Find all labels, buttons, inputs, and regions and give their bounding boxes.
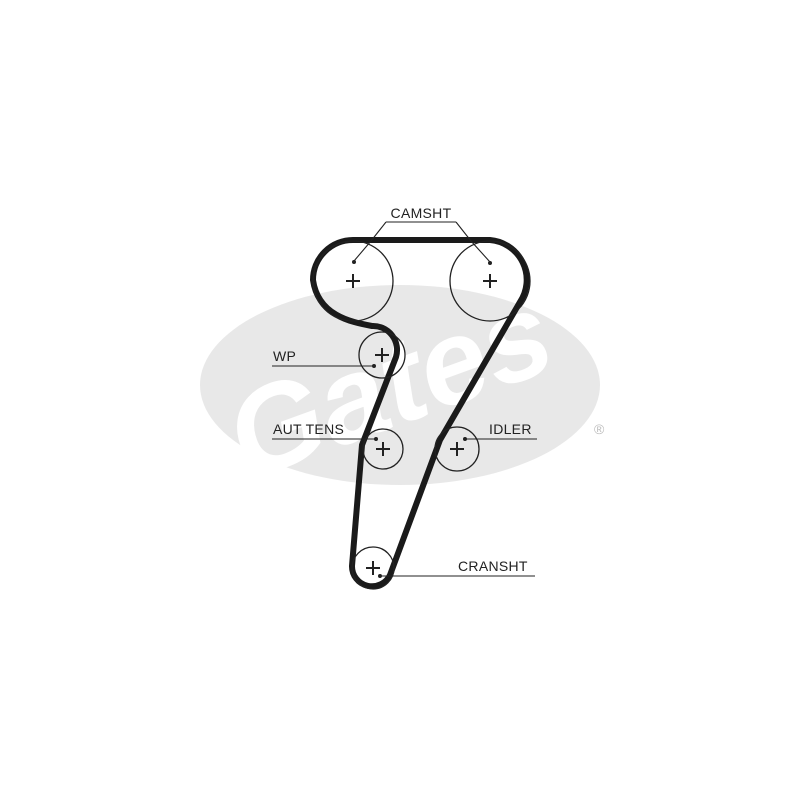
registered-mark: ® <box>594 421 605 437</box>
gates-logo-watermark: Gates ® <box>200 265 605 505</box>
center-cross-icon <box>375 348 389 362</box>
crankshaft-label: CRANSHT <box>458 558 528 574</box>
idler-label: IDLER <box>489 421 532 437</box>
crankshaft-pulley <box>351 546 395 590</box>
water-pump-label: WP <box>273 348 296 364</box>
auto-tensioner-pulley <box>362 428 404 470</box>
center-cross-icon <box>376 442 390 456</box>
center-cross-icon <box>483 274 497 288</box>
camshaft-pulley-right <box>449 240 531 322</box>
auto-tensioner-label: AUT TENS <box>273 421 344 437</box>
camshaft-label: CAMSHT <box>391 205 452 221</box>
leader-dots <box>352 260 492 578</box>
center-cross-icon <box>346 274 360 288</box>
camshaft-pulley-left <box>312 240 394 322</box>
camshaft-leader-right <box>455 221 491 263</box>
center-cross-icon <box>366 561 380 575</box>
water-pump-pulley <box>358 331 406 379</box>
center-cross-icon <box>450 442 464 456</box>
camshaft-leader-left <box>353 221 387 262</box>
leader-lines <box>272 221 537 577</box>
idler-pulley <box>434 426 480 472</box>
